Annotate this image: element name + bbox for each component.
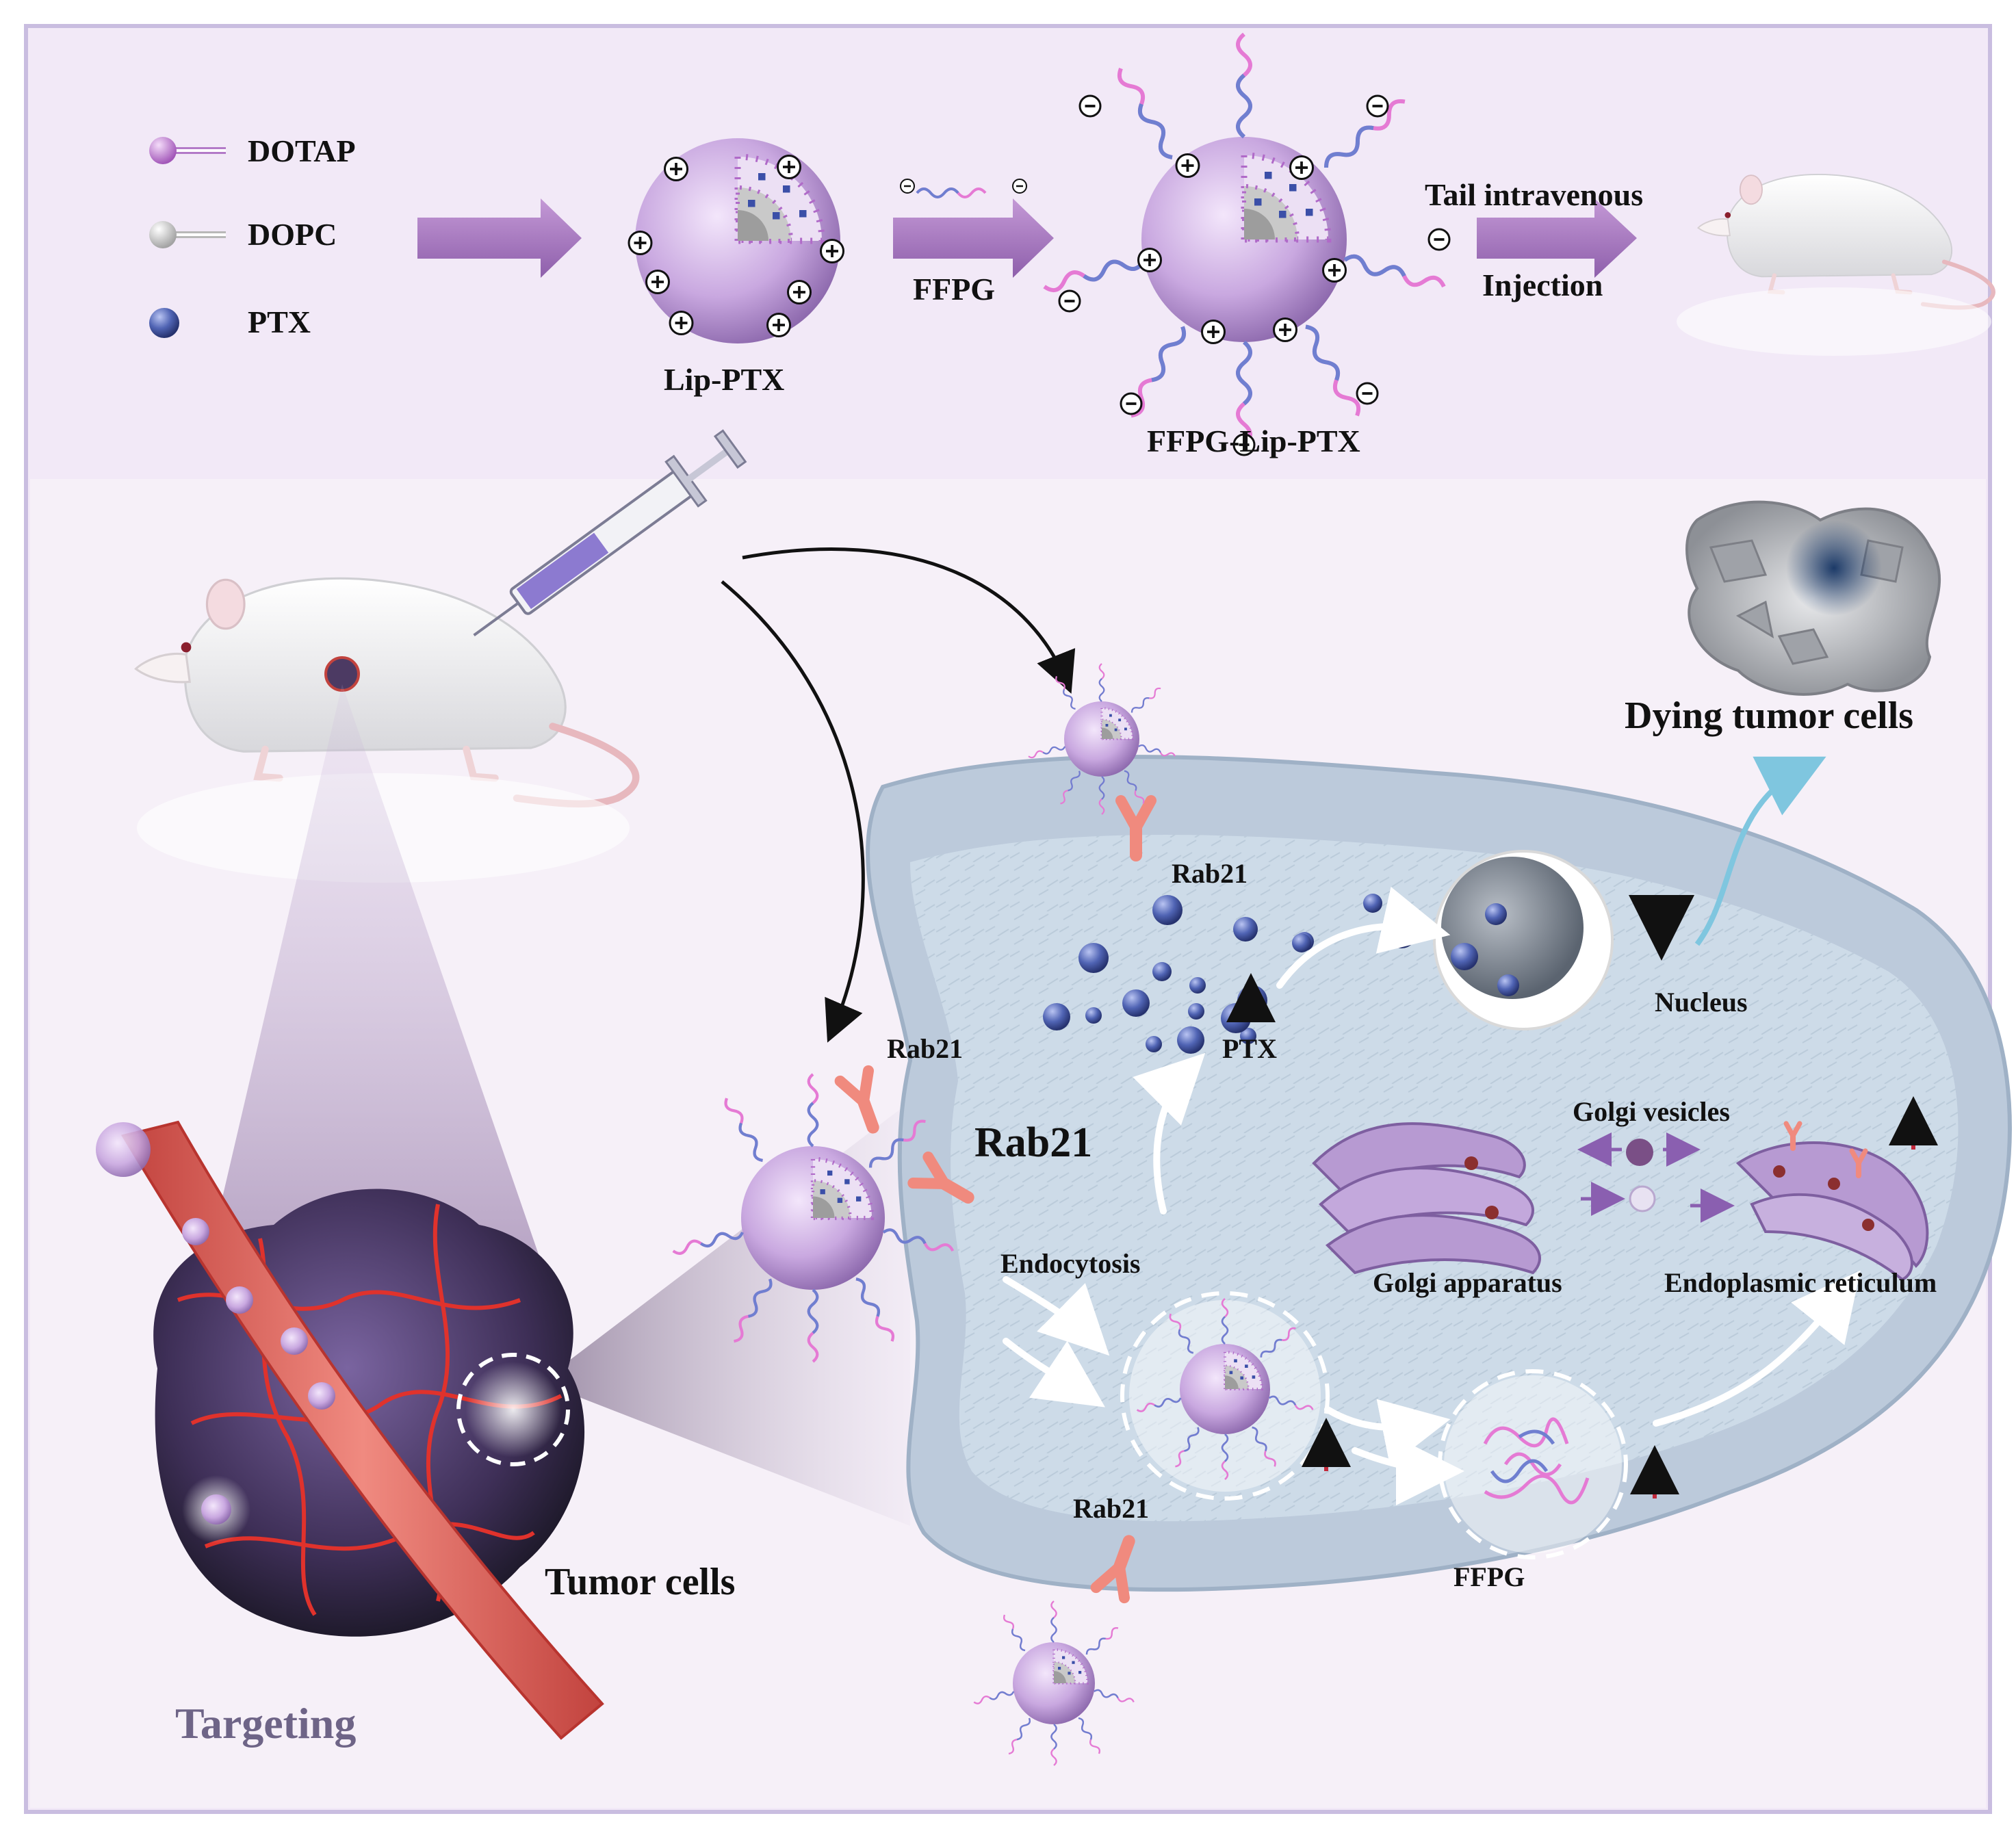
dopc-icon xyxy=(149,221,226,248)
legend-label-dotap: DOTAP xyxy=(248,133,356,168)
label-rab21-big: Rab21 xyxy=(974,1119,1092,1166)
label-dying-tumor-cells: Dying tumor cells xyxy=(1625,695,1913,737)
to-dying-arrow xyxy=(1694,756,1826,946)
prep-arrow-2 xyxy=(893,198,1054,278)
golgi-apparatus xyxy=(1312,1122,1541,1275)
label-ffpg-step: FFPG xyxy=(913,272,995,307)
tumor-beam xyxy=(198,684,554,1300)
label-ptx: PTX xyxy=(1222,1033,1277,1064)
endoplasmic-reticulum xyxy=(1735,1124,1929,1282)
label-rab21-top: Rab21 xyxy=(1172,858,1248,889)
label-golgi-apparatus: Golgi apparatus xyxy=(1373,1267,1562,1298)
golgi-vesicles xyxy=(1577,1132,1735,1223)
syringe-icon xyxy=(473,429,747,636)
label-nucleus: Nucleus xyxy=(1655,987,1748,1017)
dotap-icon xyxy=(149,137,226,164)
blood-vessel xyxy=(96,1120,604,1740)
label-tumor-cells: Tumor cells xyxy=(545,1561,735,1603)
endosome-1 xyxy=(1120,1291,1330,1501)
label-golgi-vesicles: Golgi vesicles xyxy=(1573,1096,1730,1127)
prep-arrow-1 xyxy=(417,198,582,278)
label-ffpg-lip-ptx: FFPG-Lip-PTX xyxy=(1147,424,1360,458)
ptx-icon xyxy=(149,308,179,338)
nucleus xyxy=(1433,850,1614,1030)
label-injection-line2: Injection xyxy=(1482,268,1603,302)
label-rab21-left: Rab21 xyxy=(887,1033,963,1064)
dying-tumor-cells xyxy=(1685,500,1941,696)
pathway-arrows xyxy=(1003,887,1861,1505)
prep-arrow-3 xyxy=(1477,198,1637,278)
label-targeting: Targeting xyxy=(175,1699,356,1748)
label-ffpg: FFPG xyxy=(1453,1561,1525,1592)
endosome-2 xyxy=(1438,1369,1628,1559)
arrow-to-receptor xyxy=(742,547,1076,694)
legend-label-ptx: PTX xyxy=(248,304,311,339)
label-er: Endoplasmic reticulum xyxy=(1664,1267,1937,1298)
label-rab21-bottom: Rab21 xyxy=(1073,1493,1149,1524)
arrow-to-endocytosis xyxy=(721,580,865,1043)
legend-label-dopc: DOPC xyxy=(248,217,337,252)
label-endocytosis: Endocytosis xyxy=(1000,1248,1141,1279)
legend: DOTAP DOPC PTX xyxy=(149,133,356,339)
mouse-top-reflection xyxy=(1677,287,1991,356)
label-lip-ptx: Lip-PTX xyxy=(664,362,784,397)
label-injection-line1: Tail intravenous xyxy=(1425,177,1643,212)
